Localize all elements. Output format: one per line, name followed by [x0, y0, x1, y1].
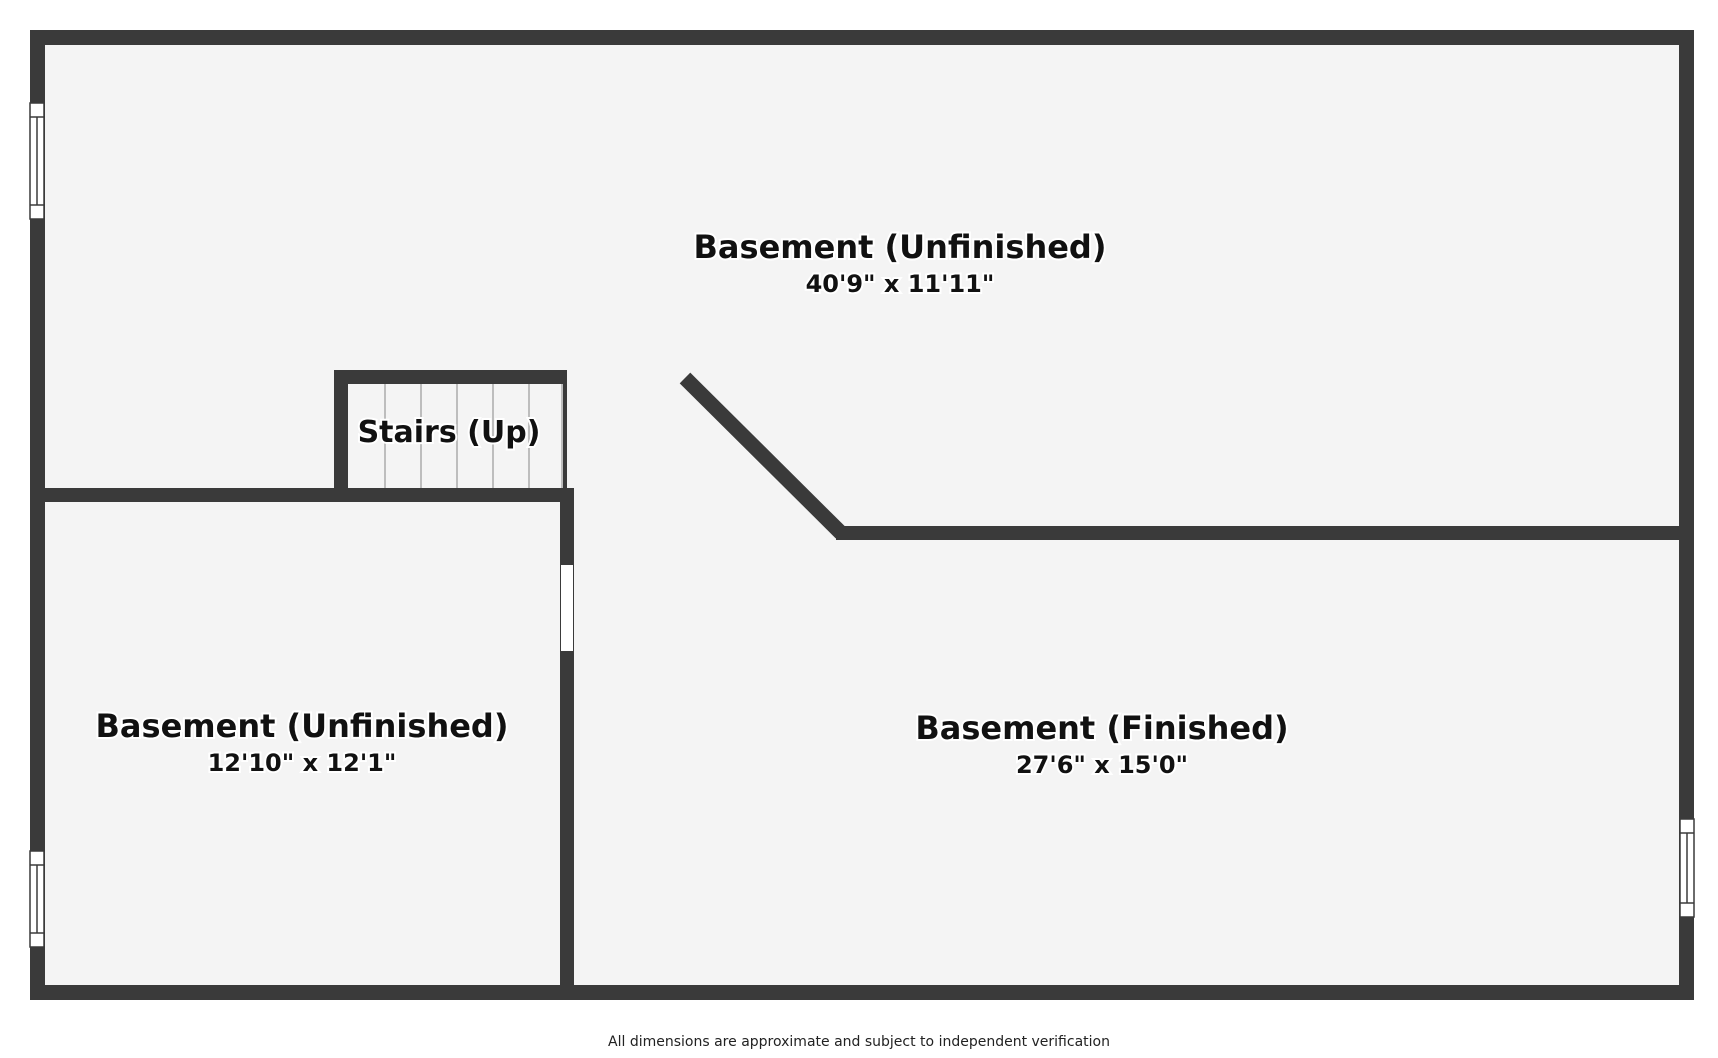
- stairs-floor: [348, 384, 562, 488]
- room-bottom-right-dimensions: 27'6" x 15'0": [1016, 751, 1188, 779]
- wall-bottom-left-room-top: [37, 488, 574, 502]
- room-bottom-right-name: Basement (Finished): [915, 709, 1288, 747]
- wall-diagonal: [679, 372, 847, 539]
- windows: [29, 102, 1695, 948]
- wall-stairs-top: [334, 370, 567, 384]
- floor-area: [37, 37, 1687, 992]
- wall-top: [30, 30, 1694, 45]
- wall-right: [1679, 30, 1694, 1000]
- wall-finished-room-top: [836, 526, 1687, 540]
- window-left-upper: [29, 102, 45, 220]
- exterior-walls: [30, 30, 1694, 1000]
- stair-treads: [348, 384, 563, 488]
- wall-stairs-left: [334, 370, 348, 496]
- wall-left: [30, 30, 45, 1000]
- room-bottom-left-name: Basement (Unfinished): [96, 707, 509, 745]
- wall-bottom: [30, 985, 1694, 1000]
- room-top-dimensions: 40'9" x 11'11": [806, 270, 995, 298]
- window-left-lower: [29, 850, 45, 948]
- window-right: [1679, 818, 1695, 918]
- interior-walls: [37, 370, 1687, 998]
- wall-stairs-right: [562, 370, 567, 496]
- room-bottom-left-dimensions: 12'10" x 12'1": [208, 749, 397, 777]
- wall-bottom-left-room-right: [560, 488, 574, 998]
- room-top-name: Basement (Unfinished): [694, 228, 1107, 266]
- dimensions-disclaimer: All dimensions are approximate and subje…: [608, 1034, 1110, 1050]
- stairs-label: Stairs (Up): [358, 415, 541, 450]
- doorway-opening: [561, 565, 573, 651]
